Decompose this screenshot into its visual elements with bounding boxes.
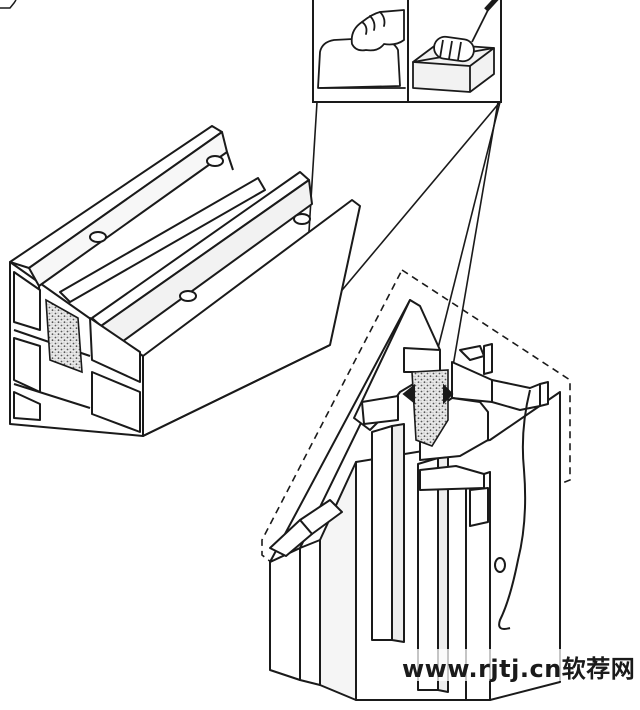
rail-top: [9, 125, 223, 269]
left-profile: [9, 125, 361, 437]
screw-hole: [494, 557, 506, 573]
foam-insulation-right: [411, 369, 449, 447]
paint-roller-icon: [412, 0, 499, 93]
hand-icon: [317, 9, 406, 89]
corner-fragment: [0, 0, 17, 9]
right-profile-detail: [261, 268, 571, 701]
foam-insulation-left: [45, 298, 83, 374]
screw-hole: [89, 231, 107, 243]
sealant-bead: [498, 389, 531, 630]
screw-hole: [293, 213, 311, 225]
rail-mid: [59, 177, 266, 303]
watermark-text: www.rjtj.cn软荐网: [402, 649, 635, 683]
screw-hole: [179, 290, 197, 302]
outer-wall: [269, 547, 301, 681]
mullion: [371, 425, 393, 641]
screw-hole: [206, 155, 224, 167]
